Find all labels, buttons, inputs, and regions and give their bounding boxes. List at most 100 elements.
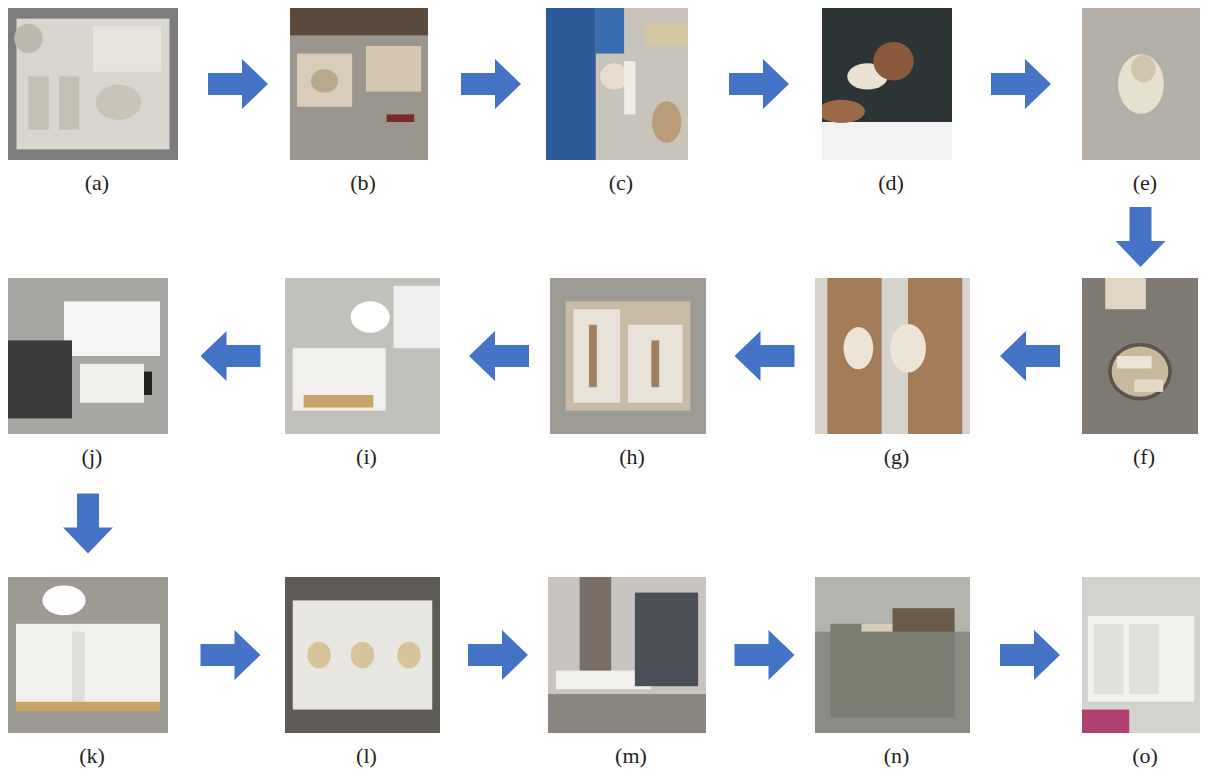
photo-ground [285, 278, 440, 434]
photo-detail [1129, 624, 1159, 694]
photo-detail [1118, 54, 1164, 114]
photo-detail [397, 642, 421, 669]
photo-panel: (c) [546, 8, 696, 196]
panel-caption: (c) [546, 170, 696, 196]
photo-detail [394, 286, 441, 348]
photo-detail [873, 42, 914, 80]
photo-panel: (m) [548, 577, 714, 769]
panel-caption: (o) [1082, 743, 1208, 769]
photo-detail [624, 61, 635, 114]
photo [815, 577, 970, 733]
flow-arrow [1000, 630, 1060, 680]
flow-arrow [1000, 331, 1060, 381]
photo-detail [8, 340, 72, 418]
photo-detail [1082, 710, 1129, 733]
photo-detail [651, 340, 659, 387]
photo-detail [1112, 347, 1169, 397]
photo-detail [293, 348, 386, 410]
photo-detail [28, 76, 48, 129]
flow-arrow [735, 331, 795, 381]
photo-ground [550, 278, 706, 434]
photo-detail [387, 114, 415, 122]
photo-detail [307, 642, 331, 669]
photo-detail [596, 8, 624, 54]
photo [290, 8, 428, 160]
photo-ground [1082, 8, 1200, 160]
photo-detail [827, 278, 881, 434]
photo [8, 577, 168, 733]
photo-detail [290, 8, 428, 35]
photo-detail [890, 324, 926, 373]
photo-panel: (g) [815, 278, 978, 470]
flow-arrow [461, 59, 521, 109]
photo [285, 278, 440, 434]
panel-caption: (k) [8, 743, 176, 769]
flow-arrow [991, 59, 1051, 109]
flow-arrow [1116, 207, 1166, 267]
photo [285, 577, 440, 733]
photo [1082, 8, 1200, 160]
photo-detail [297, 54, 352, 107]
photo-detail [1131, 55, 1156, 83]
panel-caption: (g) [815, 444, 978, 470]
flow-arrow [469, 331, 529, 381]
flow-arrow [201, 630, 261, 680]
flow-arrow [63, 494, 113, 554]
photo-detail [566, 301, 691, 410]
photo-panel: (h) [550, 278, 714, 470]
photo-ground [8, 278, 168, 434]
photo-panel: (j) [8, 278, 176, 470]
photo-ground [1082, 577, 1200, 733]
photo-ground [290, 8, 428, 160]
photo-ground [8, 577, 168, 733]
photo [1082, 577, 1200, 733]
photo-ground [548, 577, 706, 733]
photo-detail [893, 608, 955, 631]
panel-caption: (l) [285, 743, 448, 769]
photo-ground [822, 8, 952, 160]
photo-detail [548, 694, 706, 733]
photo-ground [546, 8, 688, 160]
panel-caption: (m) [548, 743, 714, 769]
panel-caption: (i) [285, 444, 448, 470]
photo-detail [93, 26, 161, 72]
photo-detail [600, 63, 628, 89]
flow-arrow [729, 59, 789, 109]
photo-detail [96, 85, 141, 120]
photo-panel: (l) [285, 577, 448, 769]
flow-arrow [468, 630, 528, 680]
photo-detail [293, 600, 433, 709]
photo-detail [311, 69, 338, 92]
photo [8, 8, 178, 160]
photo-panel: (d) [822, 8, 960, 196]
photo-panel: (i) [285, 278, 448, 470]
photo-panel: (o) [1082, 577, 1208, 769]
panel-caption: (h) [550, 444, 714, 470]
panel-caption: (e) [1082, 170, 1208, 196]
photo-detail [1094, 624, 1124, 694]
panel-caption: (f) [1082, 444, 1206, 470]
photo-detail [862, 624, 893, 632]
panel-caption: (n) [815, 743, 978, 769]
photo-detail [573, 309, 620, 403]
photo-detail [844, 327, 874, 369]
photo-ground [815, 278, 970, 434]
photo-detail [635, 593, 698, 687]
panel-caption: (j) [8, 444, 176, 470]
photo-detail [580, 577, 612, 678]
photo-ground [815, 577, 970, 733]
photo-detail [59, 76, 79, 129]
panel-caption: (b) [290, 170, 436, 196]
photo [548, 577, 706, 733]
photo-detail [1117, 356, 1152, 368]
flow-arrow [201, 331, 261, 381]
photo-detail [1108, 343, 1172, 401]
photo-detail [652, 101, 681, 142]
photo-detail [64, 301, 160, 356]
photo [8, 278, 168, 434]
photo-detail [304, 395, 374, 407]
photo-panel: (f) [1082, 278, 1206, 470]
panel-caption: (a) [8, 170, 186, 196]
photo-detail [366, 46, 421, 92]
photo-panel: (k) [8, 577, 176, 769]
